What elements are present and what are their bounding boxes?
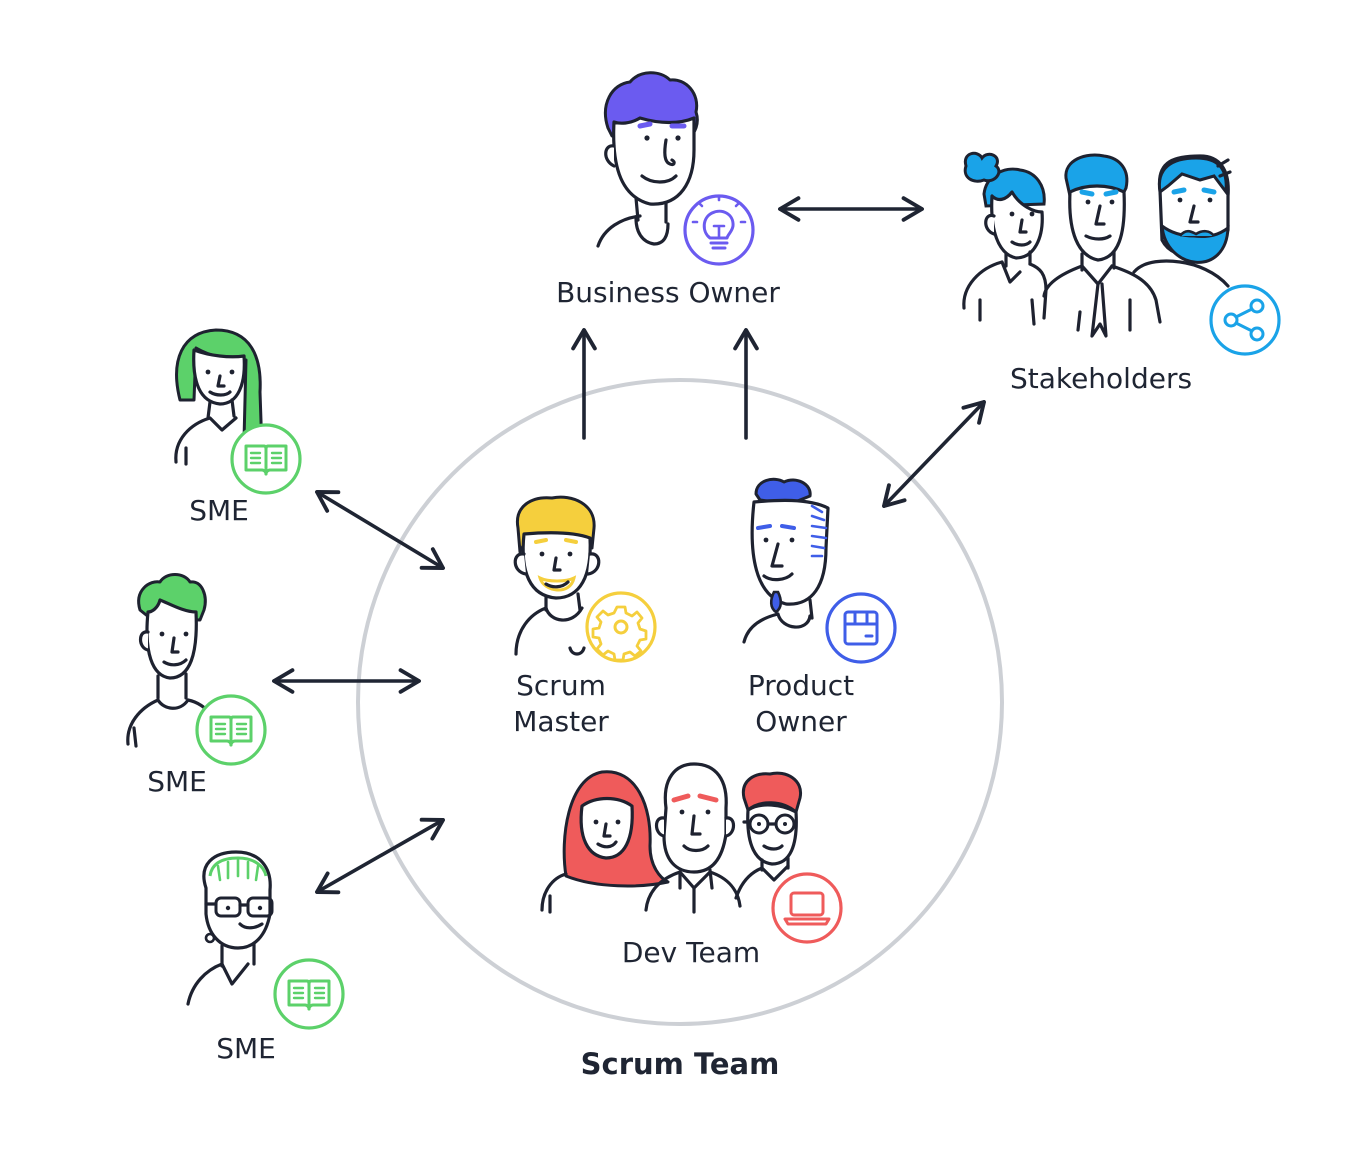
stakeholders: Stakeholders — [962, 151, 1281, 395]
arrows — [272, 196, 986, 895]
sme-top: SME — [174, 328, 302, 527]
dev-team: Dev Team — [540, 762, 843, 969]
scrum-master-label-line2: Master — [513, 705, 609, 738]
sme-middle-label: SME — [147, 765, 207, 798]
sme-middle: SME — [126, 573, 267, 798]
scrum-master: Scrum Master — [513, 495, 657, 738]
share-icon — [1209, 284, 1281, 356]
business-owner-label: Business Owner — [556, 276, 780, 309]
arrow-sme-top-scrum-master — [315, 490, 445, 570]
arrow-sme-bottom-dev-team — [315, 817, 445, 895]
arrow-product-owner-stakeholders — [882, 400, 986, 508]
business-owner-hair — [603, 71, 699, 138]
laptop-icon — [771, 872, 843, 944]
scrum-team-circle — [356, 378, 1004, 1026]
product-owner-label-line1: Product — [748, 669, 854, 702]
sme-bottom-label: SME — [216, 1032, 276, 1065]
sme-top-label: SME — [189, 494, 249, 527]
book-icon — [195, 694, 267, 766]
gear-icon — [585, 591, 657, 663]
product-owner: Product Owner — [742, 477, 897, 738]
sme-bottom: SME — [186, 850, 345, 1065]
lightbulb-icon — [683, 194, 755, 266]
stakeholders-label: Stakeholders — [1010, 362, 1192, 395]
book-icon — [273, 958, 345, 1030]
book-icon — [230, 423, 302, 495]
scrum-team-label: Scrum Team — [581, 1047, 780, 1081]
box-icon — [825, 592, 897, 664]
dev-team-label: Dev Team — [622, 936, 760, 969]
product-owner-label-line2: Owner — [755, 705, 847, 738]
scrum-master-label-line1: Scrum — [516, 669, 606, 702]
business-owner: Business Owner — [556, 71, 780, 309]
